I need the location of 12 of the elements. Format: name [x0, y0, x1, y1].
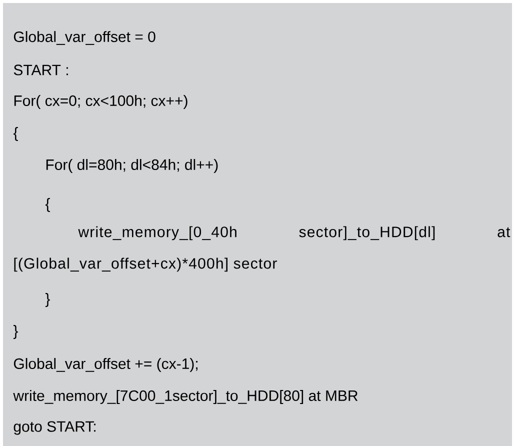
code-line: For( cx=0; cx<100h; cx++)	[14, 95, 188, 109]
code-line: Global_var_offset = 0	[14, 31, 156, 45]
code-line: {	[13, 127, 18, 141]
code-line: }	[45, 293, 50, 307]
code-line: goto START:	[14, 421, 96, 435]
code-line: write_memory_[7C00_1sector]_to_HDD[80] at MBR	[13, 390, 358, 404]
code-line: write_memory_[0_40h sector]_to_HDD[dl] at [(Global_var_offset+cx)*400h] sector	[14, 226, 510, 272]
code-line: Global_var_offset += (cx-1);	[14, 358, 198, 372]
code-line: }	[13, 325, 18, 339]
code-line: START :	[14, 64, 68, 76]
code-line: For( dl=80h; dl<84h; dl++)	[46, 159, 218, 173]
code-line: {	[45, 198, 50, 212]
